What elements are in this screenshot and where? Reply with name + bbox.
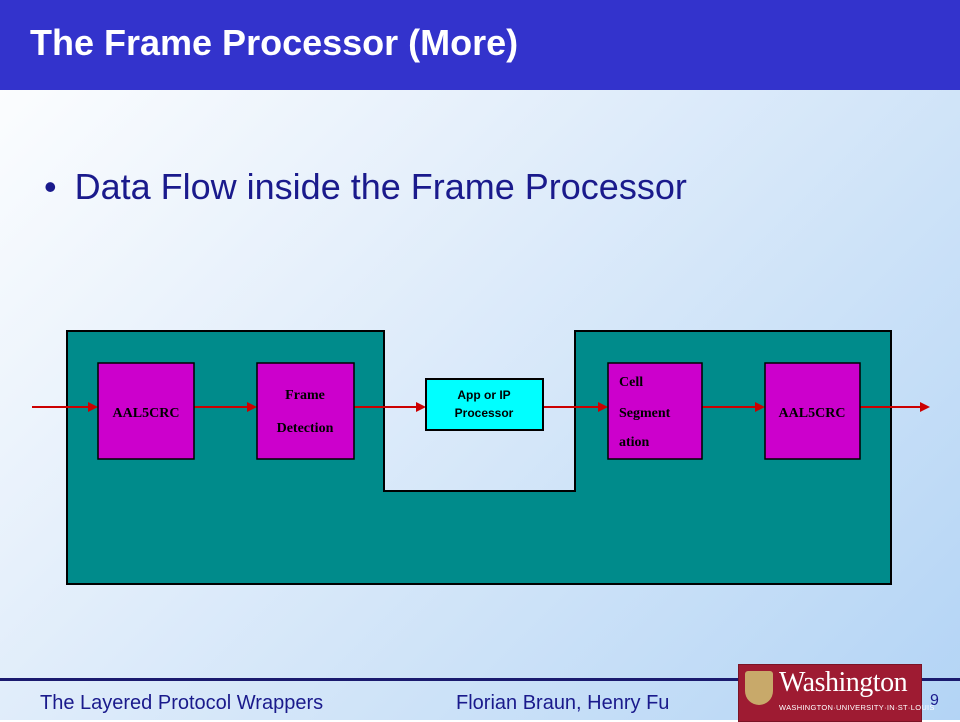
block-aal5crc-in-label: AAL5CRC	[113, 406, 180, 421]
logo-wordmark: Washington	[779, 667, 908, 698]
footer-divider	[0, 678, 960, 681]
block-cell-segmentation-line-3: ation	[619, 435, 650, 450]
block-app-ip-processor-line-2: Processor	[455, 406, 514, 420]
block-cell-segmentation: Cell Segment ation	[607, 362, 703, 460]
university-seal-icon	[745, 671, 773, 705]
page-number: 9	[930, 692, 939, 709]
block-aal5crc-out-label: AAL5CRC	[779, 406, 846, 421]
footer-authors: Florian Braun, Henry Fu	[456, 692, 670, 714]
block-aal5crc-out: AAL5CRC	[764, 362, 861, 460]
title-bar: The Frame Processor (More)	[0, 0, 960, 90]
bullet-item: • Data Flow inside the Frame Processor	[44, 166, 687, 208]
block-frame-detection-line-1: Frame	[285, 388, 325, 403]
bullet-dot-icon: •	[44, 166, 57, 207]
block-app-ip-processor: App or IP Processor	[425, 378, 544, 431]
slide-title: The Frame Processor (More)	[30, 22, 519, 63]
block-frame-detection: Frame Detection	[256, 362, 355, 460]
footer-presentation-title: The Layered Protocol Wrappers	[40, 692, 324, 714]
logo-subline: WASHINGTON·UNIVERSITY·IN·ST·LOUIS	[779, 703, 935, 712]
block-aal5crc-in: AAL5CRC	[97, 362, 195, 460]
bullet-text: Data Flow inside the Frame Processor	[74, 166, 687, 207]
block-app-ip-processor-line-1: App or IP	[457, 388, 510, 402]
washington-university-logo: Washington WASHINGTON·UNIVERSITY·IN·ST·L…	[738, 664, 934, 722]
block-cell-segmentation-line-1: Cell	[619, 375, 643, 390]
block-cell-segmentation-line-2: Segment	[619, 406, 671, 421]
block-frame-detection-line-2: Detection	[277, 421, 334, 436]
